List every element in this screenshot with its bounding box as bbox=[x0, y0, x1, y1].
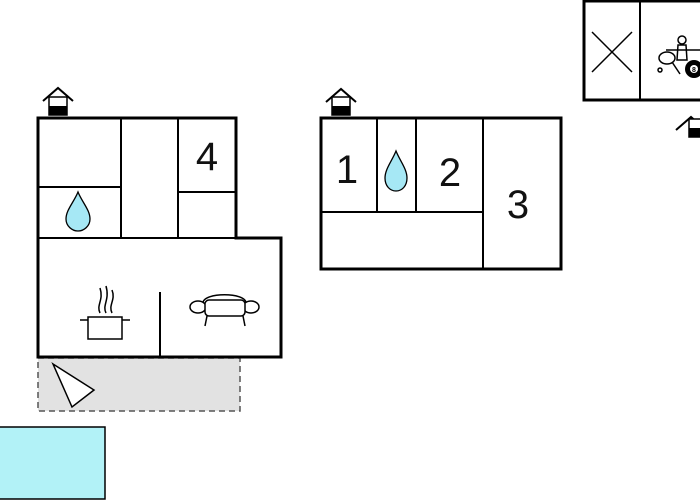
entrance-icon bbox=[42, 86, 74, 116]
billiard-ball-icon: 8 bbox=[685, 60, 700, 78]
building-a: 4 bbox=[36, 86, 283, 412]
room-number-4: 4 bbox=[196, 135, 218, 179]
terrace-triangle-icon bbox=[51, 362, 96, 409]
closed-area-x-icon bbox=[591, 31, 633, 73]
building-a-interior-walls bbox=[38, 118, 236, 357]
building-c: 8 bbox=[582, 0, 700, 138]
billiard-ball-number: 8 bbox=[692, 67, 696, 74]
kitchen-pot-icon bbox=[80, 285, 130, 340]
pool bbox=[0, 426, 106, 500]
bathroom-drop-icon bbox=[384, 149, 408, 192]
table-tennis-icon bbox=[657, 51, 681, 75]
building-b-outline bbox=[319, 116, 563, 271]
foosball-icon bbox=[666, 35, 700, 61]
entrance-icon bbox=[325, 87, 357, 116]
room-number-1: 1 bbox=[336, 148, 358, 192]
sofa-icon bbox=[189, 294, 260, 327]
room-number-3: 3 bbox=[507, 183, 529, 227]
building-b-interior-walls bbox=[321, 118, 484, 269]
entrance-icon bbox=[675, 115, 700, 138]
room-number-2: 2 bbox=[439, 151, 461, 195]
bathroom-drop-icon bbox=[65, 190, 91, 232]
building-c-outline bbox=[582, 0, 700, 102]
building-b: 1 2 3 bbox=[319, 87, 563, 271]
